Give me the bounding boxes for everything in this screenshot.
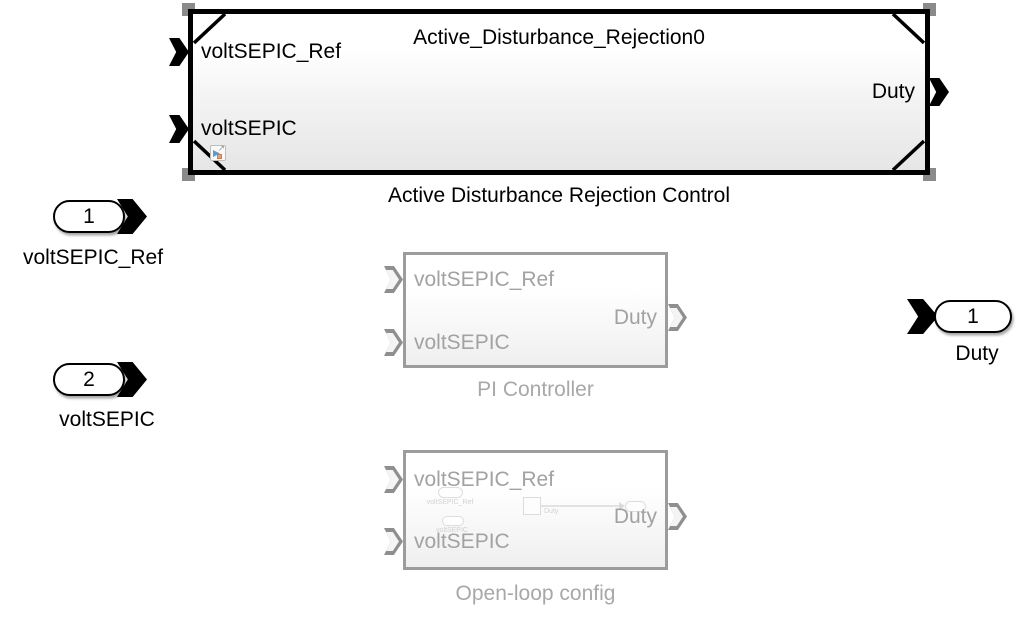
inport-caption[interactable]: voltSEPIC_Ref xyxy=(22,246,164,269)
block-caption[interactable]: Active Disturbance Rejection Control xyxy=(388,184,730,207)
preview-outport xyxy=(625,501,646,512)
choice-outport-label: Duty xyxy=(613,306,657,329)
output-chevron-icon[interactable] xyxy=(668,304,687,331)
preview-inport xyxy=(442,516,464,526)
badge-northeast-arrow-icon: ↗ xyxy=(217,143,225,153)
choice-inport-label: voltSEPIC xyxy=(414,331,510,354)
block-title: Active_Disturbance_Rejection0 xyxy=(413,26,705,49)
input-chevron-icon[interactable] xyxy=(384,528,403,555)
open-loop-block[interactable]: voltSEPIC_Ref voltSEPIC Duty voltSEPIC_R… xyxy=(384,450,687,570)
outport-block-1[interactable]: 1 xyxy=(934,300,1012,333)
variant-badge-icon[interactable]: ↗ xyxy=(210,143,226,161)
inport-caption[interactable]: voltSEPIC xyxy=(59,408,155,431)
input-chevron-icon[interactable] xyxy=(384,329,403,356)
inport-block-2[interactable]: 2 xyxy=(53,363,125,396)
output-port-arrow-icon[interactable] xyxy=(929,78,949,106)
choice-inport-label: voltSEPIC_Ref xyxy=(414,268,555,291)
badge-square-icon xyxy=(217,154,222,159)
outport-label: Duty xyxy=(871,80,915,103)
variant-subsystem-block[interactable]: Active_Disturbance_Rejection0 voltSEPIC_… xyxy=(169,9,949,175)
preview-block xyxy=(523,497,541,515)
choice-inport-label: voltSEPIC xyxy=(414,530,510,553)
input-port-arrow-icon[interactable] xyxy=(169,115,189,143)
preview-inport-label: voltSEPIC_Ref xyxy=(426,499,474,506)
inport-label: voltSEPIC xyxy=(201,117,297,140)
preview-signal-label: Duty xyxy=(544,508,559,515)
choice-inport-label: voltSEPIC_Ref xyxy=(414,468,555,491)
preview-inport xyxy=(438,487,463,498)
outport-number: 1 xyxy=(967,304,979,328)
pi-controller-caption[interactable]: PI Controller xyxy=(477,378,594,401)
preview-inport-label: voltSEPIC xyxy=(436,527,468,534)
pi-controller-block[interactable]: voltSEPIC_Ref voltSEPIC Duty xyxy=(384,252,687,368)
inport-number: 1 xyxy=(83,204,95,228)
input-port-arrow-icon[interactable] xyxy=(169,38,189,66)
outport-caption[interactable]: Duty xyxy=(955,342,999,365)
output-chevron-icon[interactable] xyxy=(668,503,687,530)
preview-arrowhead-icon xyxy=(619,502,625,510)
badge-arrow-icon xyxy=(213,150,220,157)
inport-label: voltSEPIC_Ref xyxy=(201,40,342,63)
input-chevron-icon[interactable] xyxy=(384,466,403,493)
open-loop-caption[interactable]: Open-loop config xyxy=(455,582,616,605)
preview-signal-line xyxy=(541,505,621,507)
inport-number: 2 xyxy=(83,367,95,391)
inport-block-1[interactable]: 1 xyxy=(53,200,125,233)
choice-outport-label: Duty xyxy=(613,505,657,528)
input-chevron-icon[interactable] xyxy=(384,266,403,293)
